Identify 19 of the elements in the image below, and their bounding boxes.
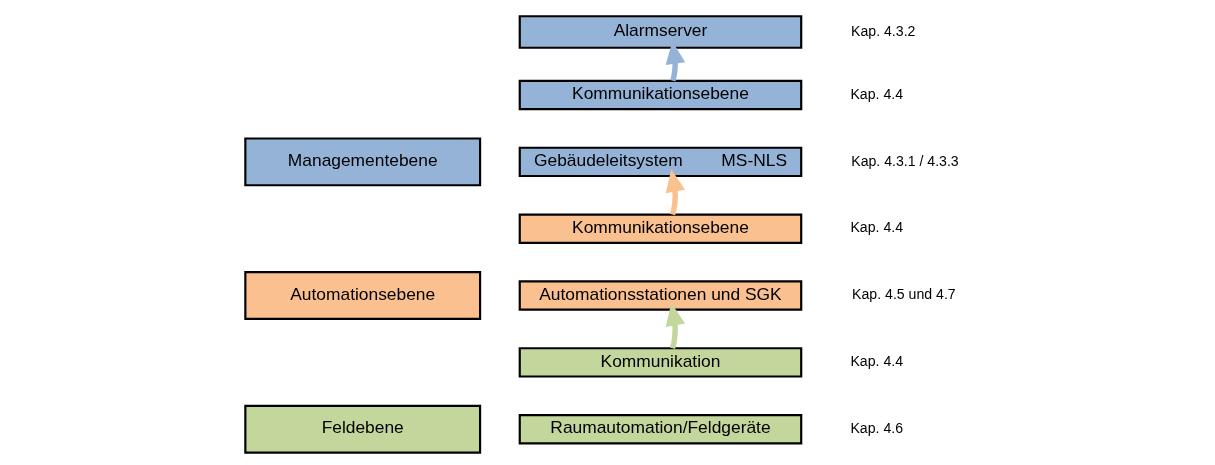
node-box: Automationsstationen und SGK [518, 280, 803, 311]
node-box: Kommunikation [518, 347, 803, 378]
node-box: Feldebene [244, 404, 482, 454]
node-label: Kap. 4.4 [850, 219, 904, 236]
node-label: Kap. 4.5 und 4.7 [852, 286, 956, 303]
node-box: Raumautomation/Feldgeräte [518, 414, 803, 445]
node-label: Kap. 4.4 [850, 85, 904, 102]
node-label: Kap. 4.4 [850, 353, 904, 370]
node-box: Alarmserver [518, 15, 803, 49]
node-box: Kommunikationsebene [518, 213, 803, 244]
node-box: Gebäudeleitsystem MS-NLS [518, 146, 803, 178]
node-label: Kap. 4.6 [850, 419, 904, 436]
arrow [665, 303, 686, 349]
node-box: Managementebene [244, 137, 482, 187]
arrow [665, 169, 686, 216]
node-label: Kap. 4.3.1 / 4.3.3 [851, 152, 959, 169]
node-label: Kap. 4.3.2 [851, 22, 916, 39]
node-box: Kommunikationsebene [518, 79, 803, 111]
node-box: Automationsebene [244, 271, 482, 320]
